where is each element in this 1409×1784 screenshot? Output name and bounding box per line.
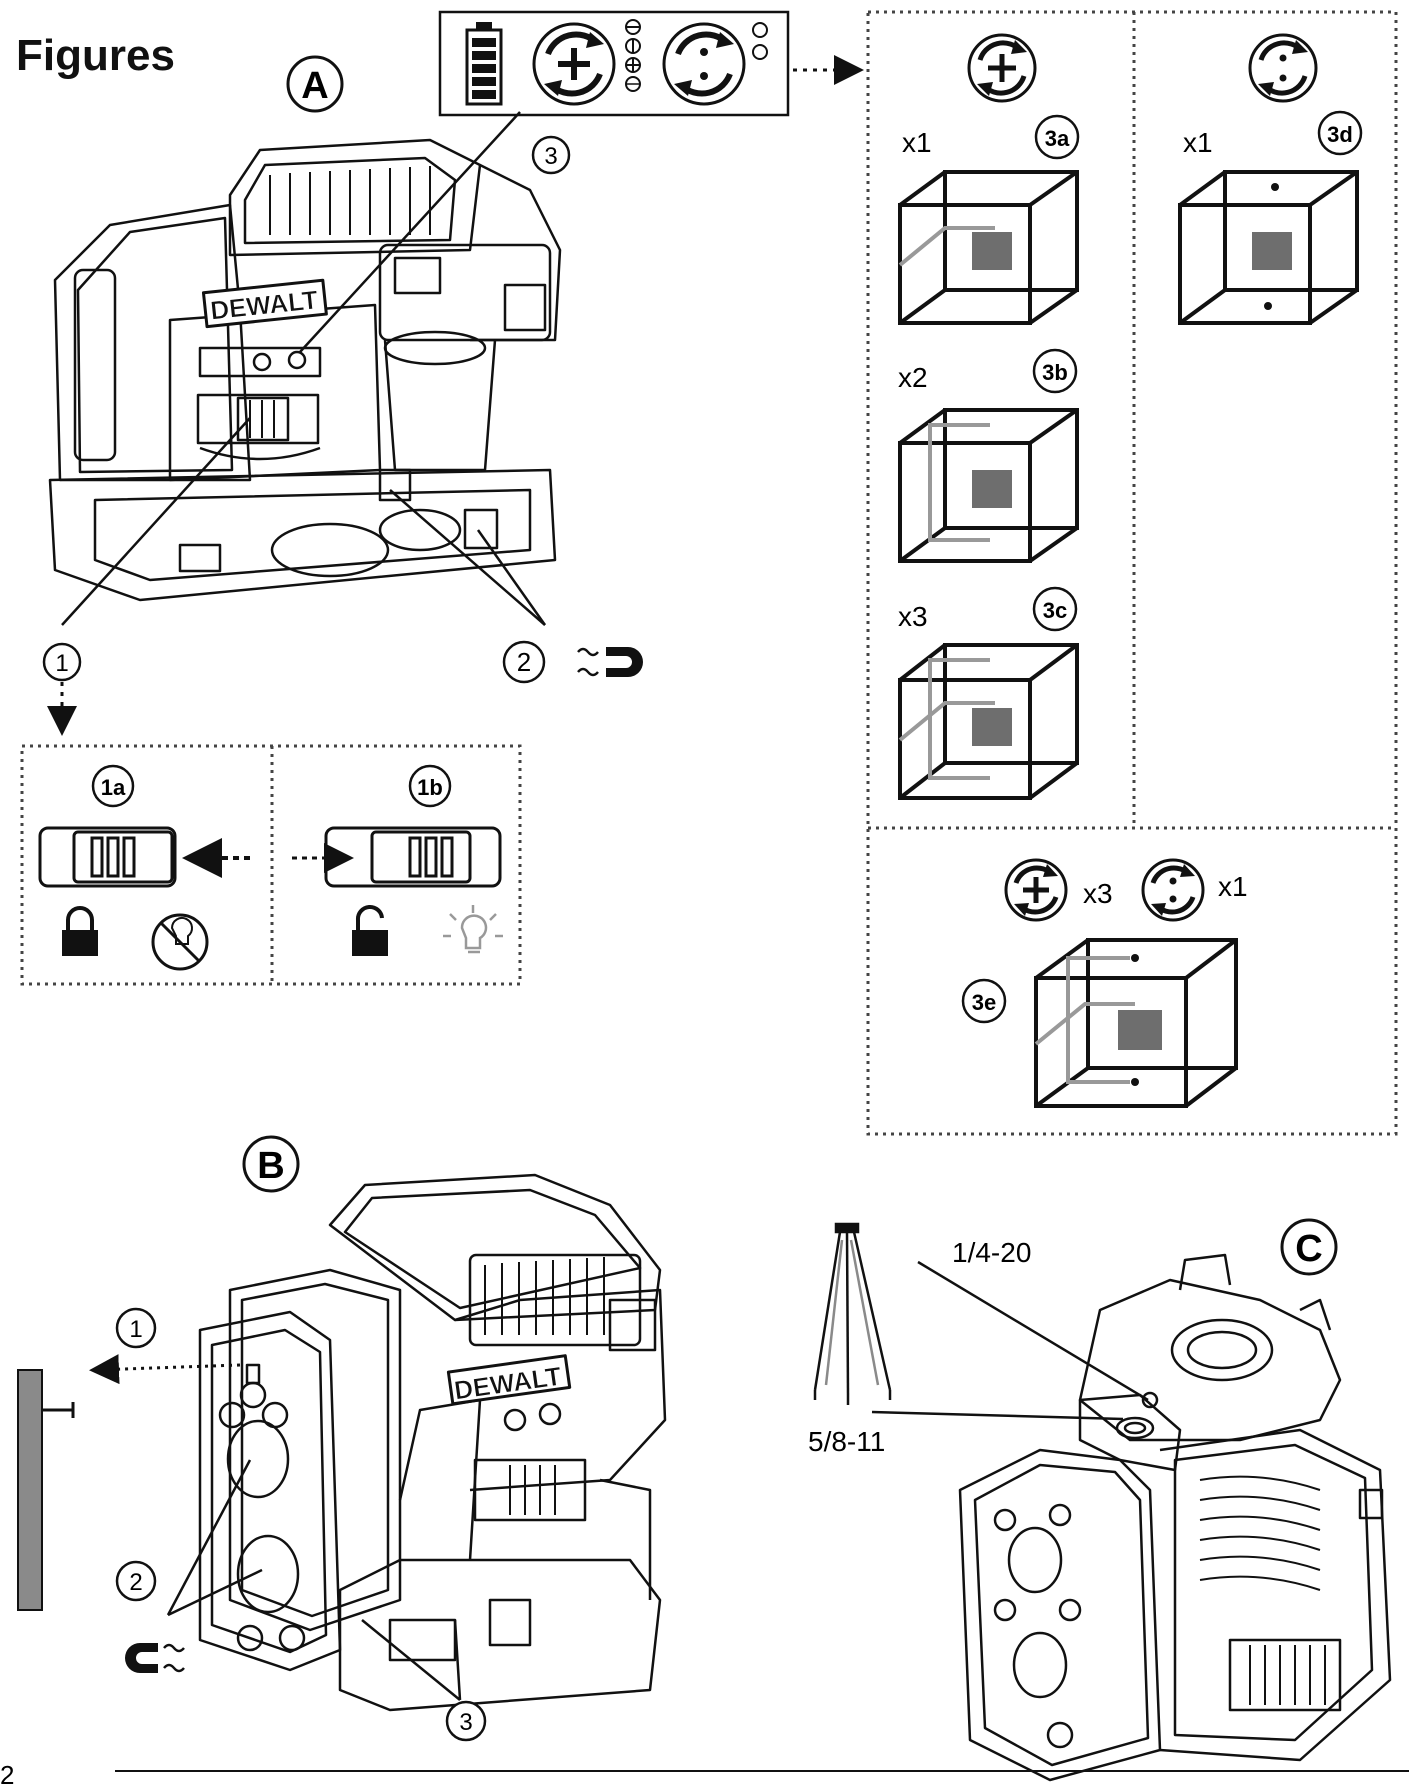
combo-plus-icon [1004, 858, 1068, 922]
callout-a1-text: 1 [55, 650, 68, 677]
label-3c: 3c [1032, 586, 1078, 632]
light-off-icon [151, 913, 209, 971]
figure-b-letter-badge: B [242, 1135, 300, 1193]
magnet-icon [577, 647, 643, 677]
callout-a2-text: 2 [517, 647, 531, 677]
label-3b-text: 3b [1042, 360, 1068, 385]
cube-3a [898, 170, 1079, 325]
modes-panel: x1 3a x2 3b x3 [866, 10, 1398, 1136]
callout-b3-text: 3 [459, 1709, 472, 1736]
callout-b2: 2 [115, 1560, 157, 1602]
callout-b2-text: 2 [129, 1569, 142, 1596]
label-3e-text: 3e [972, 990, 996, 1015]
label-3c-text: 3c [1043, 598, 1067, 623]
vertical-mode-icon [662, 22, 746, 106]
wall-with-nail [17, 1369, 75, 1611]
count-3d: x1 [1183, 127, 1213, 158]
thread-label-large: 5/8-11 [808, 1426, 885, 1457]
vertical-mode-header-icon [1248, 33, 1318, 103]
laser-level-figure-a [48, 138, 562, 602]
callout-a3-text: 3 [544, 143, 557, 170]
brand-label-b: DEWALT [452, 1361, 563, 1406]
cube-3d [1178, 170, 1359, 325]
switch-locked [38, 826, 177, 888]
unlock-icon [352, 905, 388, 956]
callout-a2: 2 [502, 640, 546, 684]
thread-label-small: 1/4-20 [952, 1237, 1031, 1268]
laser-level-figure-c [958, 1253, 1392, 1782]
horizontal-mode-header-icon [967, 33, 1037, 103]
light-on-icon [443, 905, 503, 954]
figure-c-letter-badge: C [1280, 1218, 1338, 1276]
control-panel-box [438, 10, 790, 117]
dewalt-logo-b: DEWALT [452, 1360, 564, 1406]
laser-level-figure-b [198, 1173, 667, 1712]
label-3a-text: 3a [1045, 126, 1070, 151]
label-3d-text: 3d [1327, 122, 1353, 147]
figure-c-letter: C [1295, 1228, 1322, 1270]
cube-3e [1034, 938, 1238, 1108]
count-3b: x2 [898, 362, 928, 393]
callout-a1: 1 [42, 642, 82, 682]
callout-lines-c [871, 1260, 1149, 1421]
count-3c: x3 [898, 601, 928, 632]
cube-3b [898, 408, 1079, 563]
page-number: 2 [0, 1760, 14, 1784]
battery-icon [465, 22, 503, 106]
label-3a: 3a [1034, 114, 1080, 160]
label-1b-text: 1b [417, 775, 443, 800]
cube-3c [898, 643, 1079, 800]
lock-icon [62, 906, 98, 956]
label-1a-text: 1a [101, 775, 126, 800]
callout-b3: 3 [445, 1700, 487, 1742]
callout-b1: 1 [115, 1307, 157, 1349]
combo-count-plus: x3 [1083, 878, 1113, 909]
tripod-icon [813, 1222, 892, 1405]
figure-a-letter-badge: A [286, 55, 344, 113]
label-3b: 3b [1032, 348, 1078, 394]
combo-dots-icon [1141, 858, 1205, 922]
label-3d: 3d [1317, 110, 1363, 156]
label-1b: 1b [408, 764, 452, 808]
indicator-leds [625, 19, 641, 92]
page-title: Figures [16, 31, 175, 80]
label-1a: 1a [91, 764, 135, 808]
label-3e: 3e [961, 978, 1007, 1024]
callout-lines-a [61, 111, 547, 626]
magnet-icon-b [125, 1643, 185, 1673]
figure-b-letter: B [257, 1145, 284, 1187]
callout-a3: 3 [531, 135, 571, 175]
switch-unlocked [324, 826, 502, 888]
callout-lines-b [166, 1459, 462, 1701]
count-3a: x1 [902, 127, 932, 158]
combo-count-dots: x1 [1218, 871, 1248, 902]
callout-b1-text: 1 [129, 1316, 142, 1343]
switch-panel: 1a 1b [20, 744, 522, 986]
horizontal-mode-icon [532, 22, 616, 106]
figure-a-letter: A [301, 65, 328, 107]
